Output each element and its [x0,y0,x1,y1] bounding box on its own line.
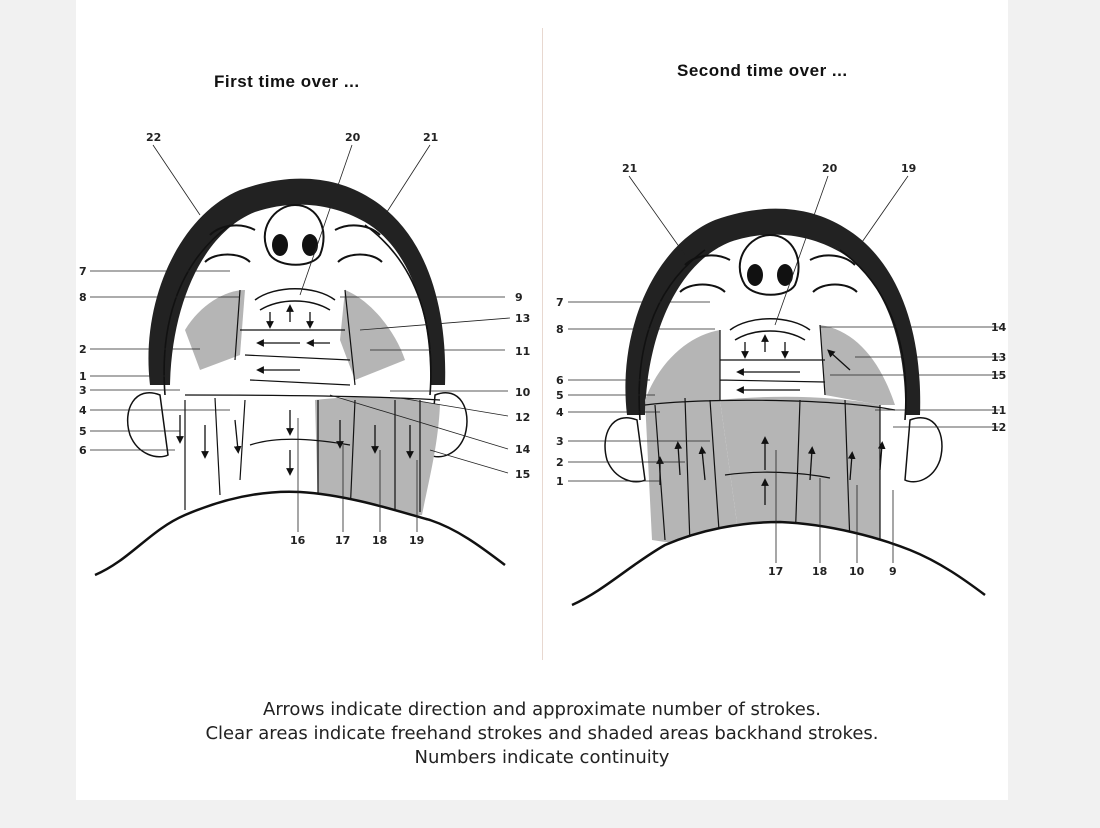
label-7: 7 [79,265,87,278]
label-8: 8 [556,323,564,336]
label-8: 8 [79,291,87,304]
label-9: 9 [889,565,897,578]
label-20: 20 [822,162,838,175]
label-5: 5 [556,389,564,402]
label-20: 20 [345,131,361,144]
leader-lines [568,175,1000,563]
label-18: 18 [812,565,827,578]
right-ear [904,417,943,483]
shaded-area-cheek-right [340,290,405,380]
nose [263,203,325,266]
label-13: 13 [991,351,1006,364]
stroke-arrows [176,304,414,476]
shaded-area-neck-right [315,396,440,518]
right-eye [334,224,383,263]
region-labels-first: 22 20 21 7 8 9 13 2 11 1 3 10 12 4 5 6 1… [79,131,531,547]
label-5: 5 [79,425,87,438]
shaded-area-neck-center [720,396,880,548]
shaded-area-cheek-left [185,290,245,370]
body-outline [94,490,506,577]
right-eye [809,254,858,293]
stroke-arrows [656,334,886,505]
body-outline [571,520,986,607]
left-ear [126,392,169,458]
caption-line-numbers: Numbers indicate continuity [414,747,670,768]
label-11: 11 [515,345,530,358]
face-figure-second: 21 20 19 7 14 8 13 6 15 5 4 11 12 3 2 1 … [556,162,1007,607]
face-outline [638,249,907,421]
label-10: 10 [515,386,531,399]
label-15: 15 [515,468,530,481]
mouth [729,318,811,341]
label-12: 12 [515,411,530,424]
label-9: 9 [515,291,523,304]
left-eye [679,254,731,293]
label-17: 17 [335,534,350,547]
label-18: 18 [372,534,387,547]
label-16: 16 [290,534,306,547]
label-4: 4 [556,406,564,419]
label-1: 1 [556,475,564,488]
label-2: 2 [556,456,564,469]
label-3: 3 [79,384,87,397]
panel-title-first: First time over ... [214,72,360,91]
label-6: 6 [79,444,87,457]
label-21: 21 [622,162,637,175]
nose [738,233,800,296]
mouth [254,288,336,311]
hair-shape [625,208,921,415]
panel-title-second: Second time over ... [677,61,848,80]
label-19: 19 [901,162,916,175]
caption: Arrows indicate direction and approximat… [76,698,1008,770]
label-10: 10 [849,565,865,578]
label-14: 14 [515,443,531,456]
caption-line-arrows: Arrows indicate direction and approximat… [263,699,821,720]
label-3: 3 [556,435,564,448]
label-14: 14 [991,321,1007,334]
left-eye [204,224,256,263]
label-4: 4 [79,404,87,417]
face-outline [163,224,432,396]
label-13: 13 [515,312,530,325]
caption-line-areas: Clear areas indicate freehand strokes an… [205,723,879,744]
label-1: 1 [79,370,87,383]
shaded-area-cheek-right [820,325,895,405]
label-7: 7 [556,296,564,309]
label-22: 22 [146,131,161,144]
label-2: 2 [79,343,87,356]
left-ear [604,417,646,483]
region-lines [184,289,441,516]
region-labels-second: 21 20 19 7 14 8 13 6 15 5 4 11 12 3 2 1 … [556,162,1007,578]
label-11: 11 [991,404,1006,417]
label-15: 15 [991,369,1006,382]
label-21: 21 [423,131,438,144]
face-figure-first: 22 20 21 7 8 9 13 2 11 1 3 10 12 4 5 6 1… [79,131,531,577]
label-19: 19 [409,534,424,547]
label-6: 6 [556,374,564,387]
leader-lines [90,144,511,532]
label-12: 12 [991,421,1006,434]
panel-divider [542,28,543,660]
label-17: 17 [768,565,783,578]
